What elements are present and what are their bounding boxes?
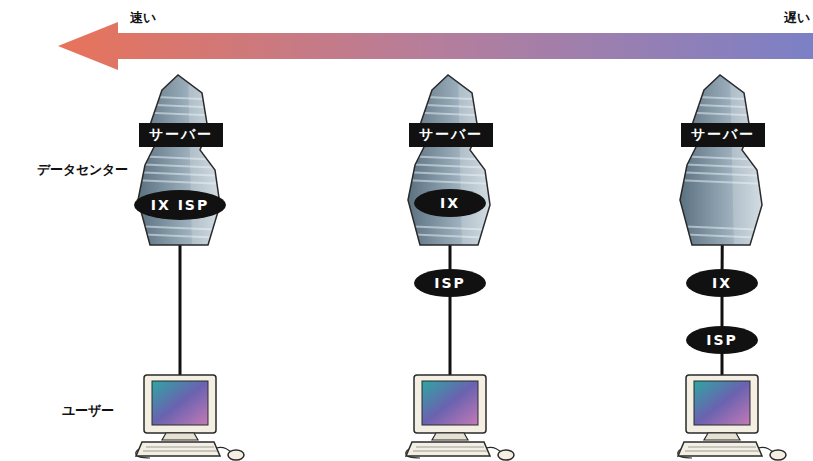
- speed-label: 速い: [130, 9, 156, 27]
- group-label: ユーザー: [62, 402, 114, 420]
- ellipse-outline: [134, 190, 226, 220]
- node-text: サーバー: [149, 126, 213, 144]
- server-box: サーバー: [409, 123, 493, 147]
- node-text: サーバー: [691, 126, 755, 144]
- node-text: ISP: [706, 332, 738, 348]
- ellipse-outline: [686, 326, 758, 354]
- server-box: サーバー: [139, 123, 223, 147]
- user-computer: [678, 375, 786, 460]
- node-text: サーバー: [419, 126, 483, 144]
- access-line: [449, 297, 452, 376]
- network-ellipse: IX: [414, 189, 486, 217]
- node-text: IX ISP: [151, 197, 209, 213]
- network-ellipse: ISP: [686, 326, 758, 354]
- user-computer: [136, 375, 786, 460]
- network-ellipse: IX ISP: [134, 190, 226, 220]
- data-center-tower: [135, 70, 767, 250]
- ellipse-outline: [414, 189, 486, 217]
- node-text: IX: [712, 275, 732, 291]
- user-computer: [136, 375, 244, 460]
- user-computer: [406, 375, 514, 460]
- data-center-tower: [405, 70, 495, 250]
- ellipse-outline: [414, 269, 486, 297]
- access-line: [721, 354, 724, 376]
- access-line: [180, 244, 722, 376]
- access-line: [179, 244, 182, 376]
- speed-arrow: [58, 22, 813, 70]
- ellipse-outline: [686, 269, 758, 297]
- network-ellipse: ISP: [414, 269, 486, 297]
- node-text: ISP: [434, 275, 466, 291]
- server-box: サーバー: [681, 123, 765, 147]
- network-link: [721, 297, 724, 326]
- data-center-tower: [135, 70, 225, 250]
- data-center-tower: [677, 70, 767, 250]
- network-ellipse: IX: [686, 269, 758, 297]
- node-text: IX: [440, 195, 460, 211]
- group-label: データセンター: [37, 161, 128, 179]
- speed-label: 遅い: [784, 9, 810, 27]
